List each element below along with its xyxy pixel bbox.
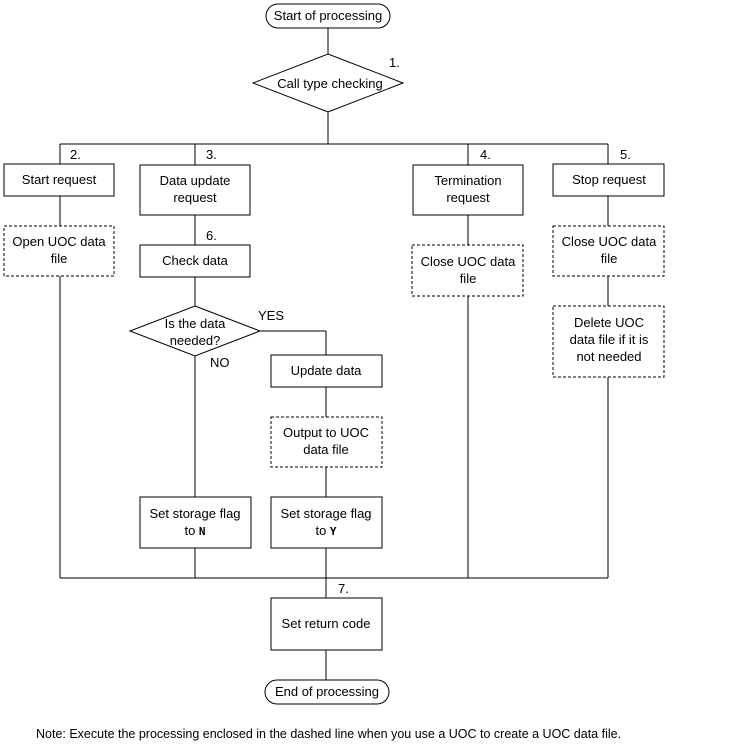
set-flag-y-value: Y — [330, 525, 337, 538]
update-data-box: Update data — [270, 354, 383, 388]
close-stop-label-line2: file — [601, 251, 618, 266]
start-terminator: Start of processing — [265, 3, 391, 29]
step-number-3: 3. — [206, 147, 217, 162]
data-needed-decision: Is the data needed? — [128, 305, 262, 357]
branch-label-yes: YES — [258, 308, 284, 323]
open-uoc-file-label-line2: file — [51, 251, 68, 266]
step-number-7: 7. — [338, 581, 349, 596]
open-uoc-file-label-line1: Open UOC data — [12, 234, 106, 249]
output-uoc-label-line1: Output to UOC — [283, 425, 369, 440]
close-stop-label-line1: Close UOC data — [562, 234, 657, 249]
start-request-label: Start request — [22, 172, 97, 187]
connectors — [59, 28, 609, 680]
stop-request-label: Stop request — [572, 172, 646, 187]
output-uoc-file-box: Output to UOC data file — [270, 416, 383, 468]
termination-label-line2: request — [446, 190, 490, 205]
step-number-5: 5. — [620, 147, 631, 162]
set-return-code-label: Set return code — [282, 616, 371, 631]
set-flag-n-box: Set storage flag to N — [139, 496, 252, 549]
set-flag-y-label-line1: Set storage flag — [280, 506, 371, 521]
call-type-decision: Call type checking — [251, 53, 405, 113]
step-number-4: 4. — [480, 147, 491, 162]
set-flag-n-prefix: to — [184, 523, 198, 538]
close-term-label-line1: Close UOC data — [421, 254, 516, 269]
delete-label-line1: Delete UOC — [574, 315, 644, 330]
set-flag-n-label-line2: to N — [184, 523, 205, 538]
delete-label-line3: not needed — [576, 349, 641, 364]
end-terminator: End of processing — [264, 679, 390, 705]
set-flag-n-value: N — [199, 525, 206, 538]
branch-label-no: NO — [210, 355, 230, 370]
close-term-label-line2: file — [460, 271, 477, 286]
data-update-label-line1: Data update — [160, 173, 231, 188]
step-number-1: 1. — [389, 55, 400, 70]
set-flag-y-box: Set storage flag to Y — [270, 496, 383, 549]
start-label: Start of processing — [274, 8, 382, 23]
set-return-code-box: Set return code — [270, 597, 383, 651]
data-needed-label-line1: Is the data — [165, 316, 226, 331]
set-flag-y-label-line2: to Y — [315, 523, 336, 538]
open-uoc-file-box: Open UOC data file — [3, 225, 115, 277]
close-uoc-file-term-box: Close UOC data file — [411, 244, 524, 297]
update-data-label: Update data — [291, 363, 363, 378]
delete-uoc-file-box: Delete UOC data file if it is not needed — [552, 305, 665, 378]
step-number-6: 6. — [206, 228, 217, 243]
termination-request-box: Termination request — [412, 164, 524, 216]
check-data-label: Check data — [162, 253, 229, 268]
stop-request-box: Stop request — [552, 163, 665, 197]
call-type-label: Call type checking — [277, 76, 383, 91]
check-data-box: Check data — [139, 244, 251, 278]
start-request-box: Start request — [3, 163, 115, 197]
delete-label-line2: data file if it is — [570, 332, 649, 347]
close-uoc-file-stop-box: Close UOC data file — [552, 225, 665, 277]
end-label: End of processing — [275, 684, 379, 699]
set-flag-n-label-line1: Set storage flag — [149, 506, 240, 521]
footnote: Note: Execute the processing enclosed in… — [36, 727, 621, 741]
set-flag-y-prefix: to — [315, 523, 329, 538]
termination-label-line1: Termination — [434, 173, 501, 188]
step-number-2: 2. — [70, 147, 81, 162]
data-update-label-line2: request — [173, 190, 217, 205]
data-needed-label-line2: needed? — [170, 333, 221, 348]
data-update-request-box: Data update request — [139, 164, 251, 216]
output-uoc-label-line2: data file — [303, 442, 349, 457]
